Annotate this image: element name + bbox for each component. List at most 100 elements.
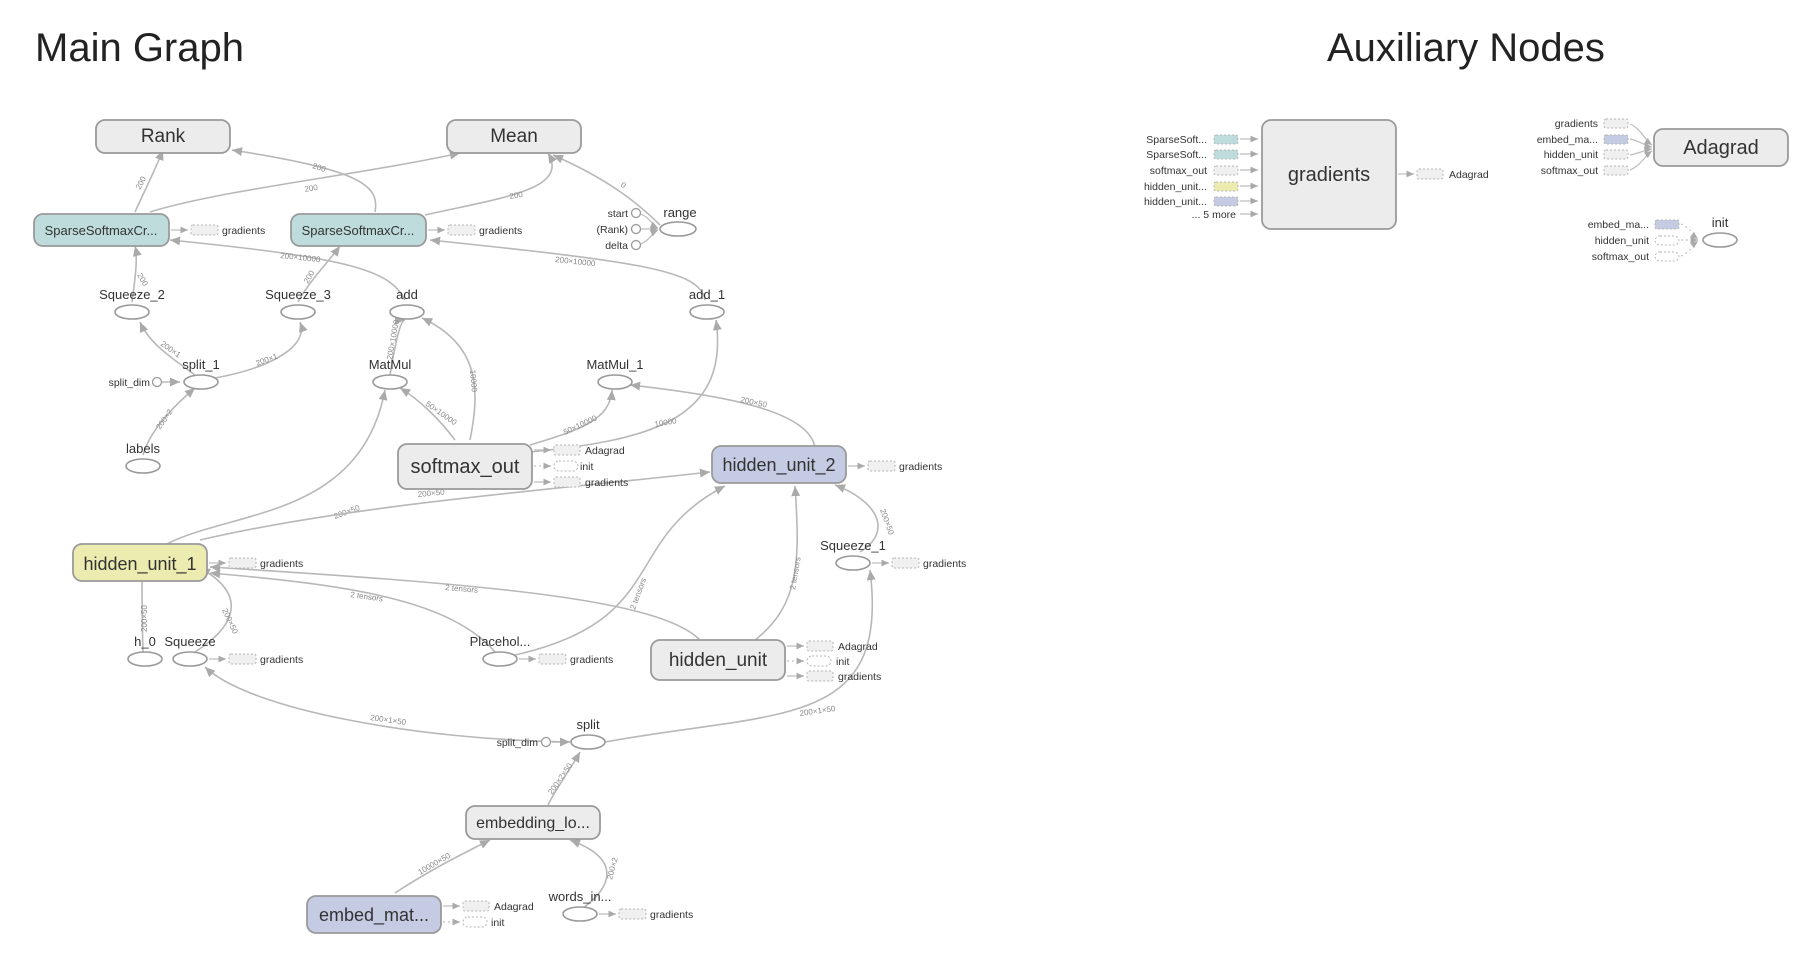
node-range-label: range [663, 205, 696, 220]
edge-squeeze2-sparse1 [131, 245, 142, 303]
aux-gradients-inputs: SparseSoft... SparseSoft... softmax_out … [1144, 134, 1258, 221]
aux-init-node[interactable]: init [1702, 215, 1738, 248]
node-split[interactable]: split split_dim [497, 717, 606, 750]
stub-label: gradients [222, 225, 265, 237]
stub-label: init [491, 917, 505, 929]
node-mean-label: Mean [490, 126, 538, 147]
node-hidden-unit-label: hidden_unit [669, 650, 768, 671]
split-dim-label: split_dim [497, 737, 539, 749]
main-nodes: Rank Mean SparseSoftmaxCr... gradients S… [33, 119, 966, 934]
stub-gradients-hu1: gradients [209, 557, 303, 570]
edge-label: 200×2 [605, 856, 620, 881]
edge-label: 10000×50 [417, 851, 453, 877]
node-hidden-unit-1[interactable]: hidden_unit_1 [72, 543, 208, 582]
edge-label: 200×50 [220, 607, 240, 636]
node-mean[interactable]: Mean [446, 119, 582, 154]
edge-matmul-add [389, 315, 406, 376]
aux-input-label: SparseSoft... [1146, 134, 1207, 146]
node-squeeze-1[interactable]: Squeeze_1 gradients [820, 538, 966, 571]
node-rank[interactable]: Rank [95, 119, 231, 154]
node-sparse2-label: SparseSoftmaxCr... [302, 223, 415, 238]
node-squeeze2-label: Squeeze_2 [99, 287, 165, 302]
stub-label: gradients [479, 225, 522, 237]
aux-input-label: hidden_unit [1595, 235, 1649, 247]
edge-label: 0 [619, 180, 628, 190]
node-softmax-out-label: softmax_out [411, 456, 520, 478]
aux-adagrad-label: Adagrad [1683, 137, 1759, 159]
edge-label: 200×50 [878, 508, 896, 537]
node-sparse-softmax-2[interactable]: SparseSoftmaxCr... [290, 213, 427, 247]
edge-label: 2 tensors [788, 556, 803, 590]
range-rank-label: (Rank) [596, 224, 628, 236]
edge-label: 200×10000 [385, 319, 401, 361]
node-add[interactable]: add [389, 287, 425, 320]
edge-sparse2-mean [424, 152, 557, 216]
node-squeeze3-label: Squeeze_3 [265, 287, 331, 302]
aux-input-label: embed_ma... [1588, 219, 1649, 231]
stub-label: gradients [923, 558, 966, 570]
aux-input-label: hidden_unit [1544, 149, 1598, 161]
node-squeeze1-label: Squeeze_1 [820, 538, 886, 553]
edge-label: 200 [304, 183, 319, 194]
edge-softmax-matmul [399, 387, 456, 441]
node-hidden-unit-2[interactable]: hidden_unit_2 [711, 445, 847, 484]
edge-split-squeeze1 [604, 569, 876, 743]
node-words-in-label: words_in... [548, 889, 612, 904]
edge-label: 200×50 [417, 488, 445, 499]
edge-label: 200 [135, 272, 150, 289]
node-embed-mat[interactable]: embed_mat... [306, 895, 442, 934]
edge-label: 200×10000 [280, 251, 322, 264]
node-split1-label: split_1 [182, 357, 220, 372]
node-squeeze-2[interactable]: Squeeze_2 [99, 287, 165, 320]
edge-hu-hu2 [754, 485, 801, 641]
edge-split1-squeeze2 [139, 321, 196, 376]
aux-adagrad-node[interactable]: Adagrad [1653, 128, 1789, 167]
node-hidden-unit[interactable]: hidden_unit [650, 639, 786, 681]
node-squeeze[interactable]: Squeeze gradients [164, 634, 303, 667]
node-matmul[interactable]: MatMul [369, 357, 412, 390]
node-placeholder[interactable]: Placehol... gradients [470, 634, 614, 667]
node-add-label: add [396, 287, 418, 302]
node-sparse-softmax-1[interactable]: SparseSoftmaxCr... [33, 213, 170, 247]
edge-hu-hu1 [209, 563, 701, 641]
node-rank-label: Rank [141, 126, 186, 147]
node-softmax-out[interactable]: softmax_out [397, 443, 533, 490]
node-h0-label: h_0 [134, 634, 156, 649]
stub-label: Adagrad [494, 901, 534, 913]
node-h0[interactable]: h_0 [127, 634, 163, 667]
stubs-softmax-out: Adagrad init gradients [534, 444, 628, 489]
aux-gradients-node[interactable]: gradients [1261, 119, 1397, 230]
edge-hu1-hu2 [199, 468, 711, 541]
edge-softmax-add [421, 317, 476, 441]
aux-gradients-label: gradients [1288, 164, 1370, 186]
node-squeeze-3[interactable]: Squeeze_3 [265, 287, 331, 320]
aux-input-label: hidden_unit... [1144, 196, 1207, 208]
stub-label: gradients [570, 654, 613, 666]
aux-nodes: SparseSoft... SparseSoft... softmax_out … [1144, 118, 1789, 263]
edge-label: 2 tensors [628, 577, 648, 611]
main-graph-title: Main Graph [35, 26, 244, 70]
auxiliary-nodes-title: Auxiliary Nodes [1327, 26, 1605, 70]
aux-input-label: embed_ma... [1537, 134, 1598, 146]
aux-adagrad-inputs: gradients embed_ma... hidden_unit softma… [1537, 118, 1653, 177]
node-matmul-1[interactable]: MatMul_1 [586, 357, 644, 390]
edge-add-sparse1 [169, 236, 406, 301]
node-add-1[interactable]: add_1 [689, 287, 725, 320]
edge-words-embedding [569, 839, 608, 911]
node-labels-label: labels [126, 441, 160, 456]
node-embedding-lookup-label: embedding_lo... [476, 815, 590, 832]
node-split-label: split [576, 717, 600, 732]
edge-split-squeeze [204, 666, 571, 743]
node-range[interactable]: range [659, 205, 697, 237]
node-split-1[interactable]: split_1 split_dim [109, 357, 220, 390]
node-words-in[interactable]: words_in... gradients [548, 889, 694, 922]
stub-gradients-sparse2: gradients [428, 224, 522, 237]
edge-squeeze3-sparse2 [297, 245, 341, 303]
edge-placeholder-hu2 [514, 485, 726, 656]
node-embedding-lookup[interactable]: embedding_lo... [465, 805, 601, 840]
node-labels[interactable]: labels [125, 441, 161, 474]
aux-gradients-output: Adagrad [1398, 168, 1489, 181]
node-placeholder-label: Placehol... [470, 634, 531, 649]
stub-label: gradients [260, 654, 303, 666]
